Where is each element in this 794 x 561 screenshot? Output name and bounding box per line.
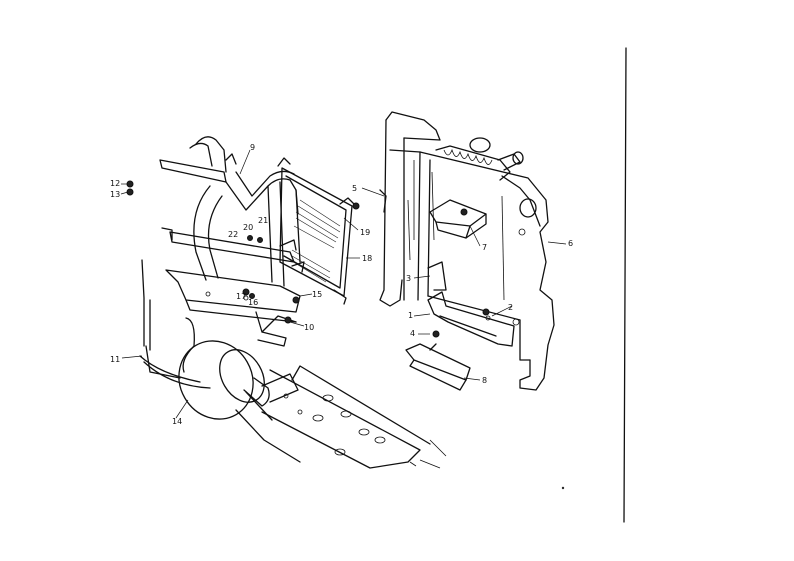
callout-17: 17 xyxy=(236,292,246,301)
callout-14: 14 xyxy=(172,417,182,426)
callout-18: 18 xyxy=(362,254,372,263)
callout-3: 3 xyxy=(406,274,411,283)
callout-1: 1 xyxy=(408,311,413,320)
callout-12: 12 xyxy=(110,179,120,188)
callout-21: 21 xyxy=(258,216,268,225)
support-frame xyxy=(159,136,301,287)
callout-13: 13 xyxy=(110,190,120,199)
callout-20: 20 xyxy=(243,223,253,232)
margin-line xyxy=(623,47,627,523)
callout-16: 16 xyxy=(248,298,258,307)
callout-9: 9 xyxy=(250,143,255,152)
muffler xyxy=(139,317,299,420)
callout-7: 7 xyxy=(482,243,487,252)
foam-pad xyxy=(429,199,487,239)
callout-8: 8 xyxy=(482,376,487,385)
callout-5: 5 xyxy=(352,184,357,193)
radiator-bracket xyxy=(427,261,515,347)
rubber-guard xyxy=(405,343,471,391)
callout-15: 15 xyxy=(312,290,322,299)
mount-plate xyxy=(165,269,301,347)
callout-2: 2 xyxy=(508,303,513,312)
drain-pipe xyxy=(141,259,151,351)
radiator xyxy=(417,137,555,391)
callout-6: 6 xyxy=(568,239,573,248)
callout-4: 4 xyxy=(410,329,415,338)
callout-19: 19 xyxy=(360,228,370,237)
fan-shroud xyxy=(379,111,441,307)
callout-11: 11 xyxy=(110,355,120,364)
chassis-tray xyxy=(235,365,447,469)
hardware xyxy=(126,180,565,490)
callout-10: 10 xyxy=(304,323,314,332)
oil-cooler xyxy=(277,157,357,305)
leader-lines xyxy=(120,149,567,419)
callout-labels: 1 2 3 4 5 6 7 8 9 10 11 12 13 14 15 16 1… xyxy=(110,143,573,426)
callout-22: 22 xyxy=(228,230,238,239)
